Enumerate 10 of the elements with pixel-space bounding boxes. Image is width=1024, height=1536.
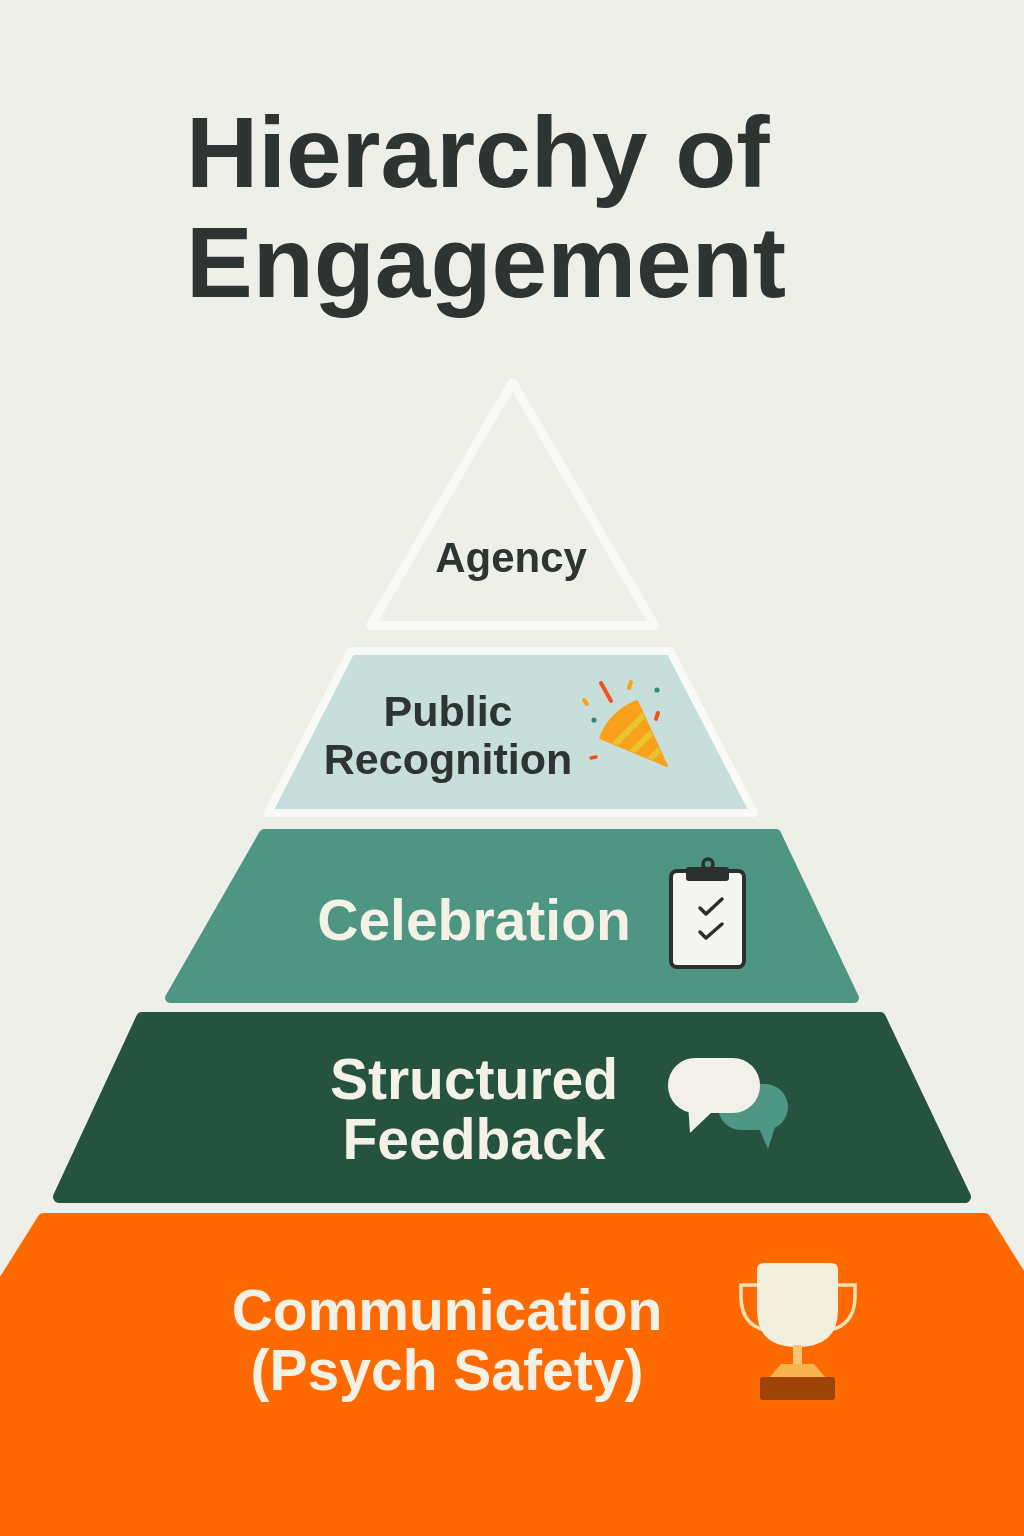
tier-label: Structured Feedback: [328, 1049, 620, 1169]
tier-label: Communication (Psych Safety): [230, 1280, 664, 1400]
pyramid-tier: [53, 1012, 971, 1203]
tier-label: Agency: [434, 537, 588, 579]
tier-label: Celebration: [316, 888, 632, 952]
pyramid-tier: [264, 647, 758, 817]
title: Hierarchy of Engagement: [186, 97, 788, 317]
pyramid-tier: [0, 1213, 1024, 1536]
tier-label: Public Recognition: [322, 687, 574, 783]
pyramid-tier: [165, 829, 859, 1003]
